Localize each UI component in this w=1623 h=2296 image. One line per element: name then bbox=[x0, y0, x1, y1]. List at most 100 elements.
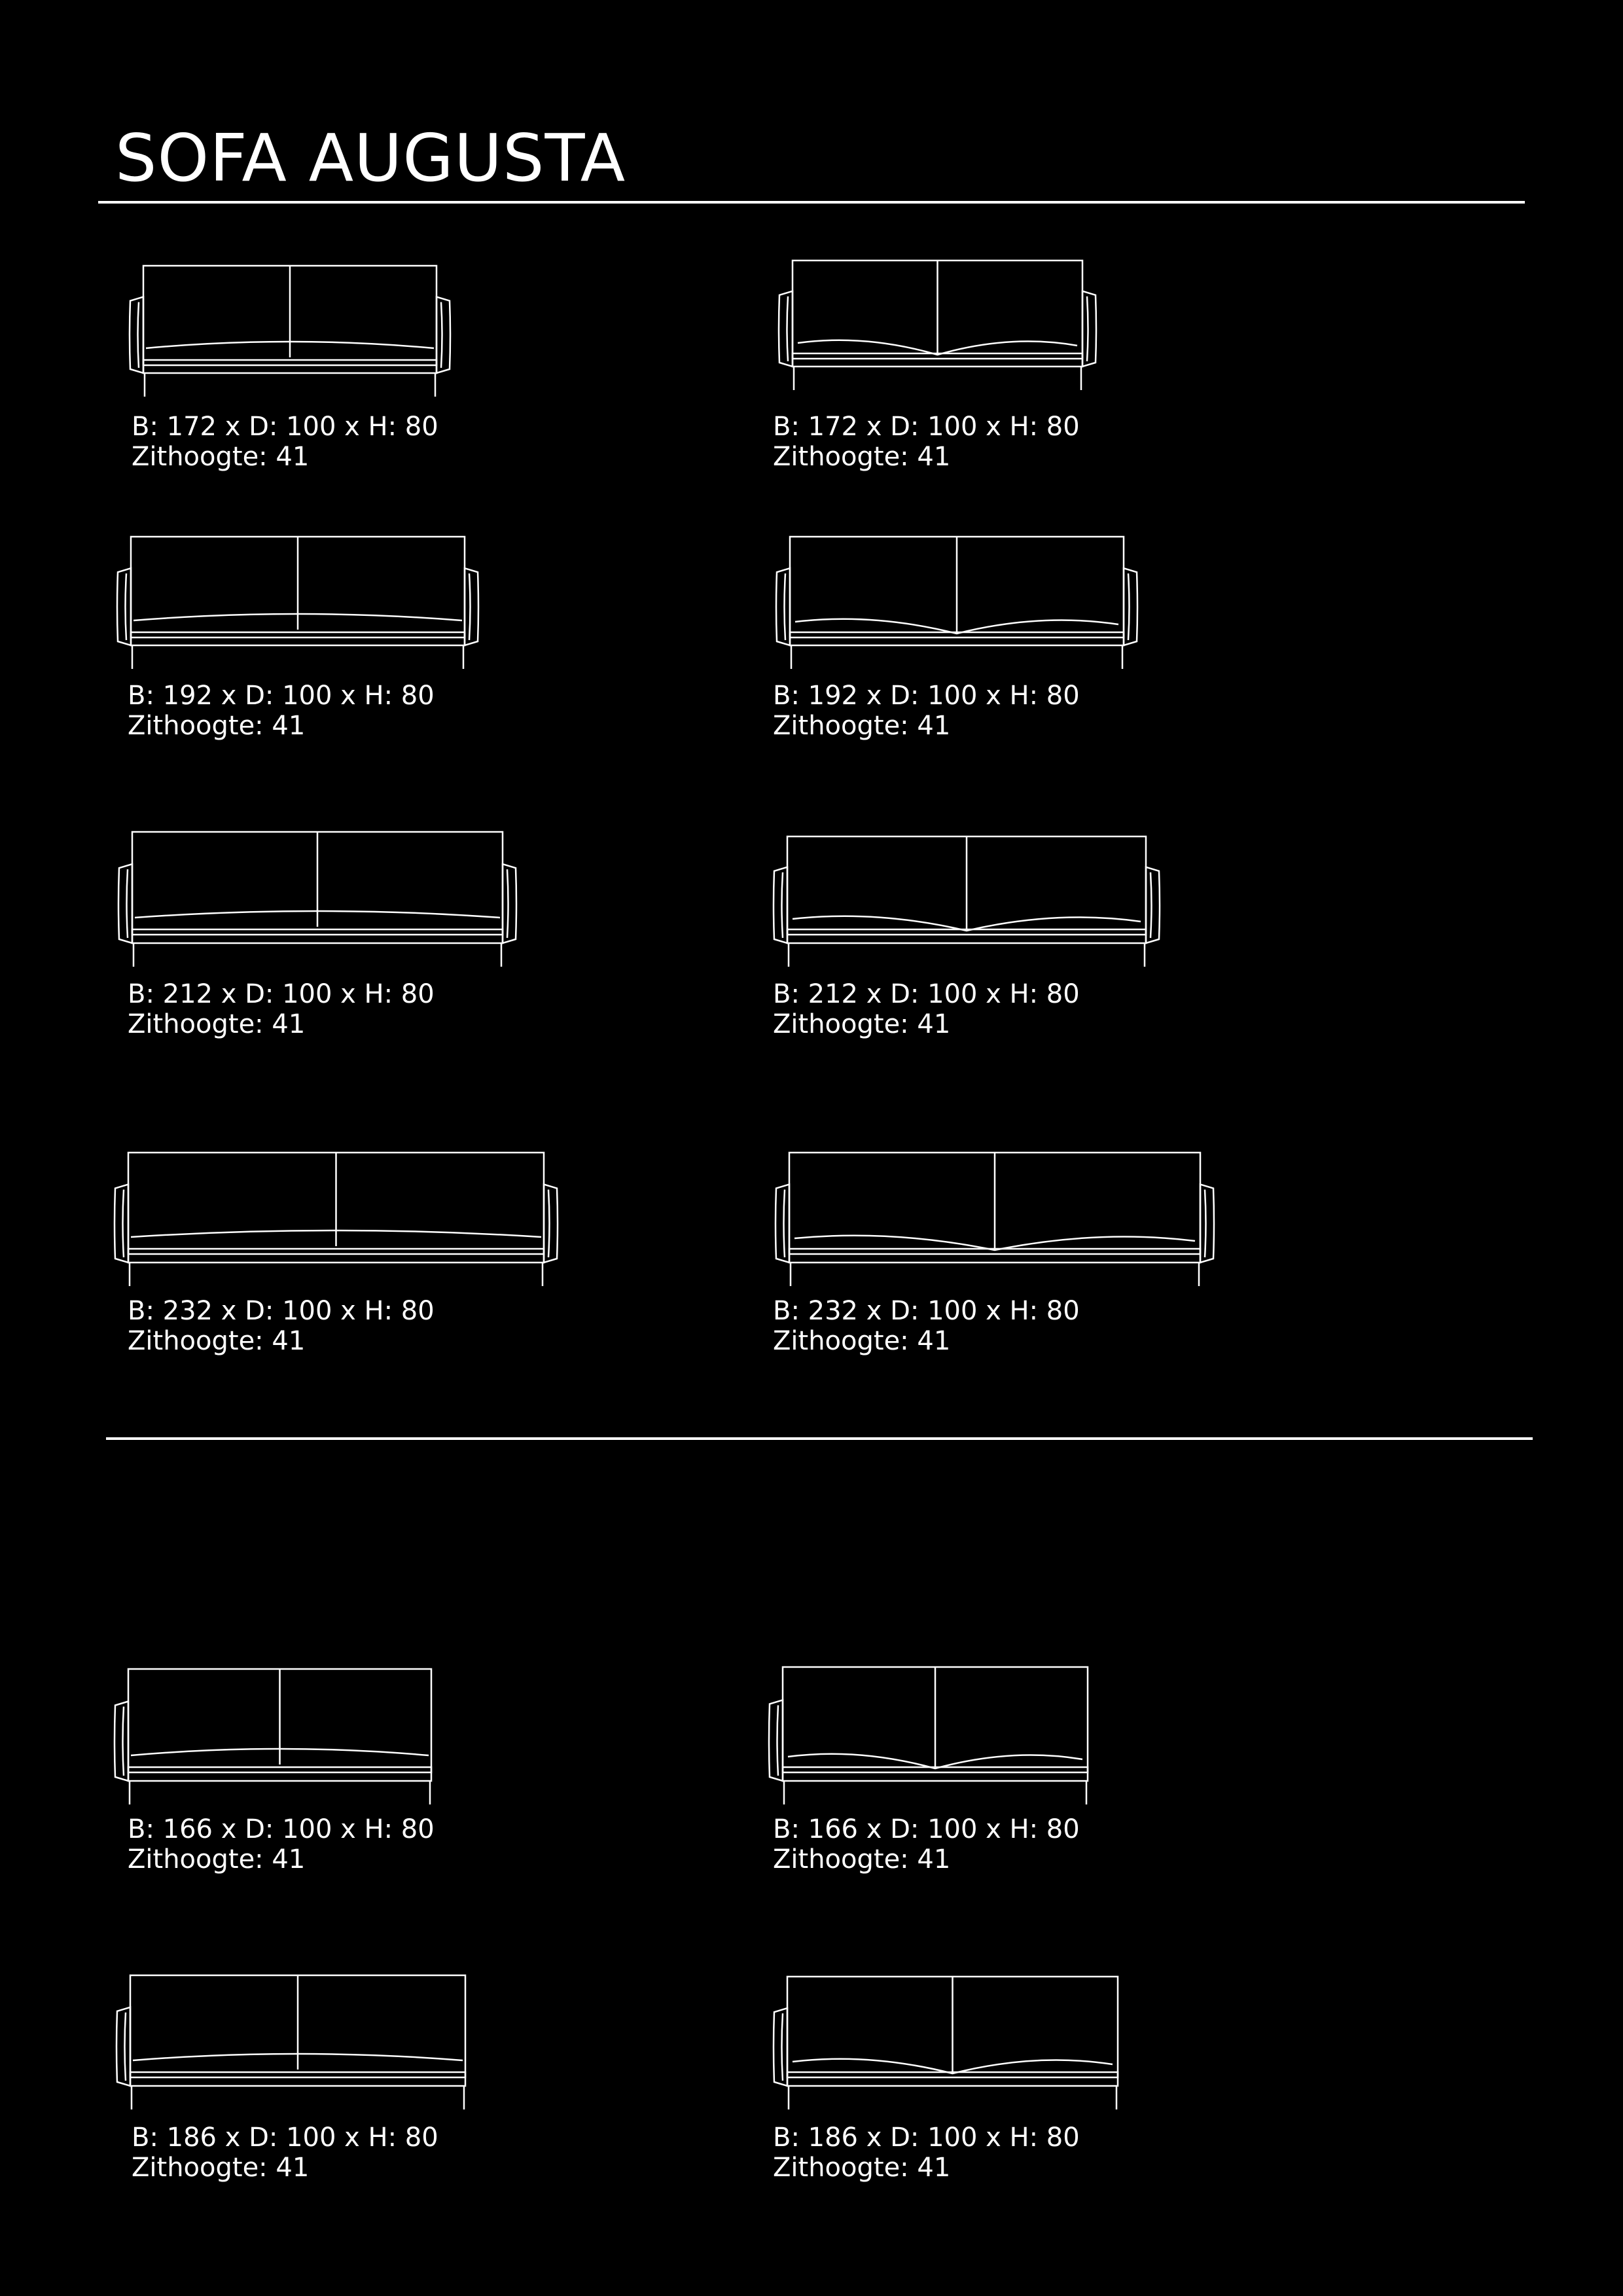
variant-caption: B: 186 x D: 100 x H: 80 Zithoogte: 41 bbox=[132, 2123, 438, 2183]
variant-caption: B: 232 x D: 100 x H: 80 Zithoogte: 41 bbox=[773, 1296, 1080, 1356]
variant-seat-height: Zithoogte: 41 bbox=[773, 1326, 951, 1356]
variant-dimensions: B: 192 x D: 100 x H: 80 bbox=[128, 681, 435, 711]
sofa-drawing bbox=[775, 535, 1139, 669]
variant-seat-height: Zithoogte: 41 bbox=[132, 2153, 310, 2183]
seat-cushion-line bbox=[794, 618, 1119, 635]
variant-dimensions: B: 166 x D: 100 x H: 80 bbox=[128, 1814, 435, 1844]
armrest bbox=[543, 1183, 559, 1264]
seat-cushion-line bbox=[787, 1753, 1083, 1770]
armrest bbox=[463, 567, 480, 647]
sofa-drawing bbox=[777, 259, 1097, 390]
seat-cushion-line bbox=[132, 2053, 463, 2062]
sofa-drawing bbox=[768, 1666, 1089, 1804]
armrest-detail bbox=[776, 1705, 779, 1776]
variant-dimensions: B: 172 x D: 100 x H: 80 bbox=[132, 412, 438, 442]
variant-seat-height: Zithoogte: 41 bbox=[132, 442, 310, 472]
sofa-drawing bbox=[113, 1151, 559, 1286]
variant-seat-height: Zithoogte: 41 bbox=[773, 2153, 951, 2183]
armrest-detail bbox=[122, 1189, 125, 1258]
armrest-detail bbox=[137, 302, 140, 368]
variant-dimensions: B: 186 x D: 100 x H: 80 bbox=[132, 2123, 438, 2153]
variant-caption: B: 166 x D: 100 x H: 80 Zithoogte: 41 bbox=[128, 1814, 435, 1874]
sofa-drawing bbox=[772, 1975, 1119, 2109]
armrest bbox=[774, 1183, 791, 1264]
seat-cushion-line bbox=[792, 915, 1141, 932]
armrest-detail bbox=[1149, 872, 1152, 939]
variant-caption: B: 212 x D: 100 x H: 80 Zithoogte: 41 bbox=[773, 979, 1080, 1039]
variant-caption: B: 186 x D: 100 x H: 80 Zithoogte: 41 bbox=[773, 2123, 1080, 2183]
seat-cushion-line bbox=[792, 2058, 1113, 2075]
armrest-detail bbox=[1127, 573, 1130, 641]
armrest bbox=[772, 866, 789, 944]
armrest-detail bbox=[124, 573, 128, 641]
armrest bbox=[1081, 290, 1097, 368]
armrest bbox=[501, 863, 518, 944]
armrest-detail bbox=[126, 869, 129, 939]
variant-seat-height: Zithoogte: 41 bbox=[128, 711, 306, 741]
title-divider bbox=[98, 201, 1525, 204]
sofa-drawing bbox=[116, 535, 480, 669]
variant-dimensions: B: 232 x D: 100 x H: 80 bbox=[128, 1296, 435, 1326]
seat-base bbox=[142, 359, 438, 374]
sofa-drawing bbox=[774, 1151, 1215, 1286]
armrest bbox=[117, 863, 134, 944]
variant-dimensions: B: 172 x D: 100 x H: 80 bbox=[773, 412, 1080, 442]
armrest-detail bbox=[124, 2012, 127, 2081]
variant-seat-height: Zithoogte: 41 bbox=[128, 1009, 306, 1039]
seat-base bbox=[127, 1766, 433, 1782]
armrest-detail bbox=[783, 573, 787, 641]
armrest bbox=[777, 290, 794, 368]
armrest bbox=[1199, 1183, 1215, 1264]
variant-dimensions: B: 212 x D: 100 x H: 80 bbox=[128, 979, 435, 1009]
sofa-drawing bbox=[772, 835, 1161, 967]
page-title: SOFA AUGUSTA bbox=[115, 120, 626, 196]
seat-base bbox=[129, 2071, 467, 2087]
seat-base bbox=[127, 1247, 545, 1264]
seat-base bbox=[131, 928, 504, 944]
variant-dimensions: B: 186 x D: 100 x H: 80 bbox=[773, 2123, 1080, 2153]
sofa-drawing bbox=[128, 264, 452, 397]
armrest-detail bbox=[783, 1189, 786, 1258]
seat-cushion-line bbox=[133, 613, 463, 622]
armrest-detail bbox=[1086, 296, 1089, 362]
armrest-detail bbox=[781, 872, 784, 939]
variant-caption: B: 172 x D: 100 x H: 80 Zithoogte: 41 bbox=[773, 412, 1080, 472]
variant-seat-height: Zithoogte: 41 bbox=[773, 711, 951, 741]
armrest-detail bbox=[781, 2013, 784, 2081]
seat-cushion-line bbox=[797, 339, 1078, 356]
armrest bbox=[128, 295, 145, 374]
seat-cushion-line bbox=[134, 910, 501, 919]
variant-caption: B: 192 x D: 100 x H: 80 Zithoogte: 41 bbox=[128, 681, 435, 741]
armrest-detail bbox=[1204, 1189, 1207, 1258]
seat-cushion-line bbox=[130, 1229, 542, 1238]
variant-seat-height: Zithoogte: 41 bbox=[773, 442, 951, 472]
sofa-drawing bbox=[115, 1974, 467, 2109]
armrest bbox=[1122, 567, 1139, 647]
seat-base bbox=[130, 631, 466, 647]
variant-dimensions: B: 212 x D: 100 x H: 80 bbox=[773, 979, 1080, 1009]
variant-seat-height: Zithoogte: 41 bbox=[128, 1326, 306, 1356]
variant-caption: B: 212 x D: 100 x H: 80 Zithoogte: 41 bbox=[128, 979, 435, 1039]
variant-caption: B: 172 x D: 100 x H: 80 Zithoogte: 41 bbox=[132, 412, 438, 472]
armrest-detail bbox=[440, 302, 443, 368]
seat-cushion-line bbox=[145, 340, 435, 350]
armrest-detail bbox=[547, 1189, 550, 1258]
armrest bbox=[435, 295, 452, 374]
armrest-detail bbox=[786, 296, 789, 362]
variant-seat-height: Zithoogte: 41 bbox=[773, 1009, 951, 1039]
armrest-detail bbox=[468, 573, 471, 641]
armrest bbox=[772, 2007, 789, 2087]
sofa-drawing bbox=[113, 1668, 433, 1804]
armrest bbox=[116, 567, 132, 647]
variant-seat-height: Zithoogte: 41 bbox=[128, 1844, 306, 1874]
variant-seat-height: Zithoogte: 41 bbox=[773, 1844, 951, 1874]
armrest bbox=[113, 1183, 130, 1264]
armrest bbox=[1145, 866, 1161, 944]
armrest bbox=[115, 2006, 132, 2087]
section-divider bbox=[106, 1437, 1533, 1440]
armrest-detail bbox=[506, 869, 509, 939]
armrest bbox=[775, 567, 791, 647]
seat-cushion-line bbox=[794, 1234, 1196, 1251]
armrest-detail bbox=[122, 1706, 125, 1776]
